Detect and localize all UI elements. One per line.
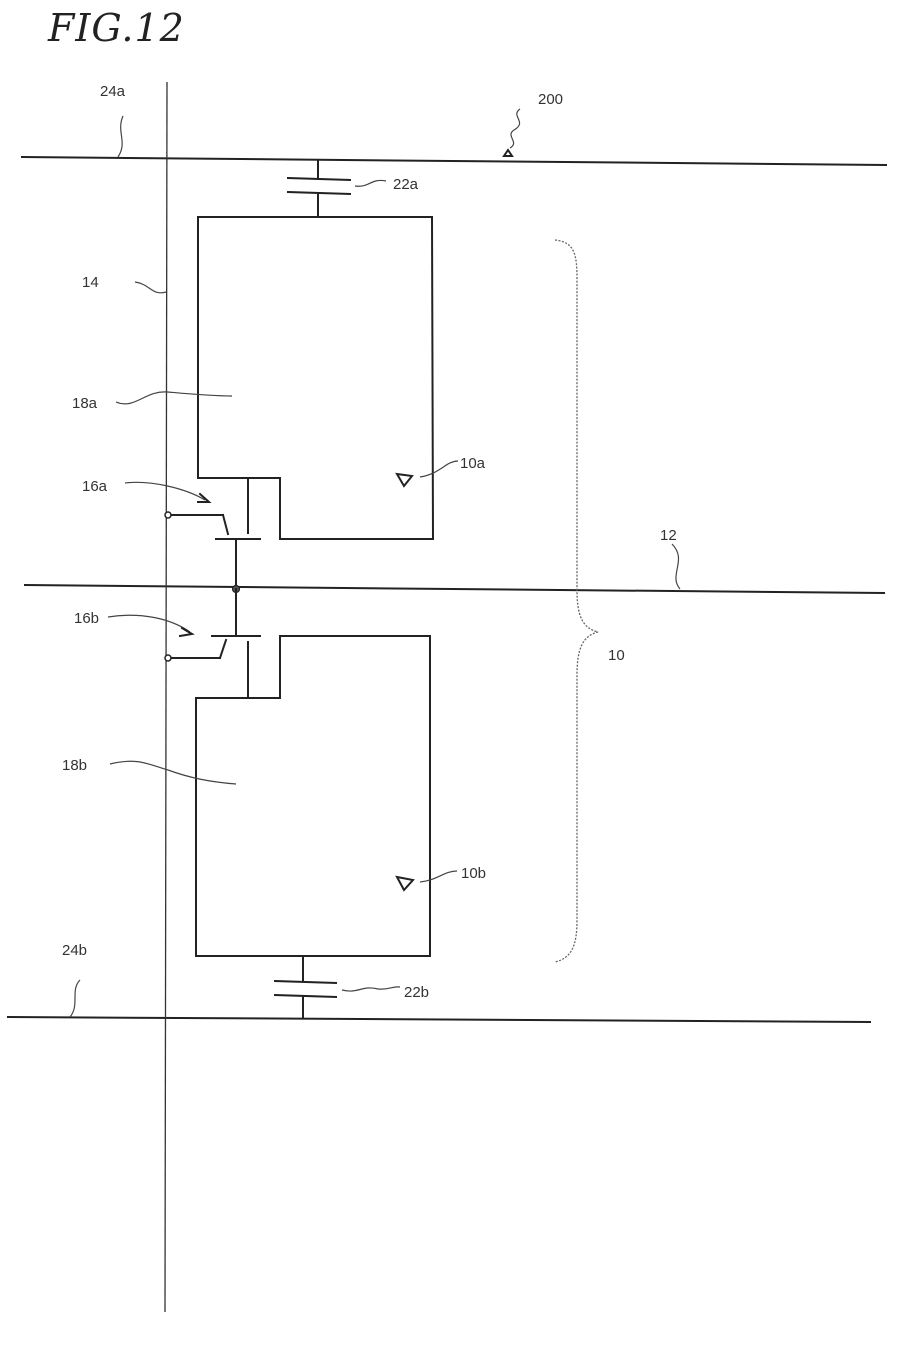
leader-18b [110, 761, 236, 784]
leader-24b [70, 980, 80, 1017]
label-10b: 10b [461, 865, 486, 882]
label-10a: 10a [460, 455, 486, 472]
electrode-18b [196, 636, 430, 956]
tft-16a-source-bend [223, 515, 228, 534]
arrow-16a [198, 494, 209, 502]
line-24a [22, 157, 886, 165]
label-22b: 22b [404, 984, 429, 1001]
cap-22a-plate-1 [288, 178, 350, 180]
leader-14 [135, 282, 166, 293]
label-16b: 16b [74, 610, 99, 627]
leader-16a [125, 482, 205, 500]
leader-24a [118, 116, 123, 157]
leader-10b [420, 871, 457, 882]
label-24b: 24b [62, 942, 87, 959]
label-10: 10 [608, 647, 625, 664]
label-12: 12 [660, 527, 677, 544]
leader-22a [355, 180, 386, 186]
tft-16b-junction [165, 655, 171, 661]
cap-22b-plate-2 [275, 995, 336, 997]
label-200: 200 [538, 91, 563, 108]
leader-10a [420, 461, 458, 477]
leader-16b [108, 615, 190, 632]
leader-18a [116, 392, 232, 404]
label-14: 14 [82, 274, 99, 291]
leader-200 [510, 109, 520, 148]
leader-12 [672, 544, 680, 589]
arrow-200 [504, 150, 512, 156]
tft-16b-source-bend [220, 640, 226, 658]
cap-22b-plate-1 [275, 981, 336, 983]
electrode-18a [198, 217, 433, 539]
label-18b: 18b [62, 757, 87, 774]
label-18a: 18a [72, 395, 98, 412]
line-14 [165, 82, 167, 1312]
label-22a: 22a [393, 176, 419, 193]
arrow-10a [397, 474, 412, 486]
leader-22b [342, 987, 400, 991]
label-24a: 24a [100, 83, 126, 100]
tft-16a-junction [165, 512, 171, 518]
line-24b [8, 1017, 870, 1022]
pixel-10-brace [555, 240, 598, 962]
figure-title: FIG.12 [48, 6, 185, 50]
arrow-10b [397, 877, 413, 890]
label-16a: 16a [82, 478, 108, 495]
line-12 [25, 585, 884, 593]
